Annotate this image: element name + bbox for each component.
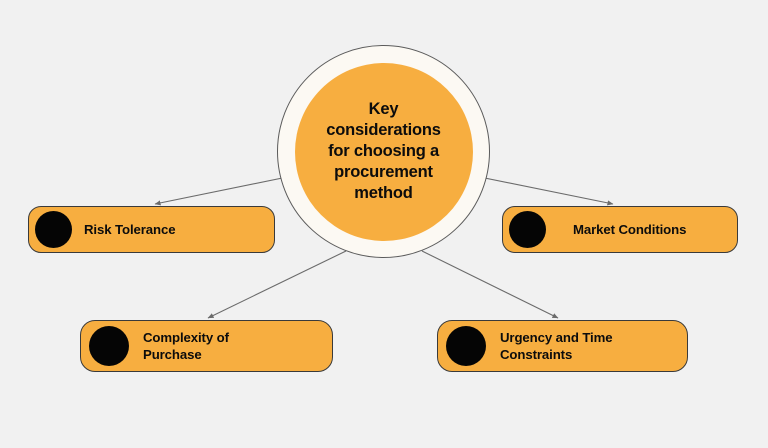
filled-circle-icon: [89, 326, 129, 366]
node-risk-tolerance-label: Risk Tolerance: [84, 221, 176, 237]
hub-inner-circle: Key considerations for choosing a procur…: [294, 62, 473, 241]
node-complexity-of-purchase-label: Complexity of Purchase: [143, 329, 229, 362]
node-market-conditions-label: Market Conditions: [573, 221, 687, 237]
node-market-conditions[interactable]: Market Conditions: [502, 206, 738, 253]
hub-label: Key considerations for choosing a procur…: [326, 99, 441, 203]
connector-hub-to-urgency-and-time-constraints: [421, 250, 559, 319]
node-urgency-and-time-constraints[interactable]: Urgency and Time Constraints: [437, 320, 688, 372]
filled-circle-icon: [509, 211, 546, 248]
filled-circle-icon: [446, 326, 486, 366]
hub-node[interactable]: Key considerations for choosing a procur…: [277, 45, 490, 258]
filled-circle-icon: [35, 211, 72, 248]
node-urgency-and-time-constraints-label: Urgency and Time Constraints: [500, 329, 613, 362]
connector-hub-to-complexity-of-purchase: [207, 250, 347, 319]
node-risk-tolerance[interactable]: Risk Tolerance: [28, 206, 275, 253]
connector-hub-to-market-conditions: [469, 174, 614, 206]
connector-hub-to-risk-tolerance: [154, 174, 298, 206]
node-complexity-of-purchase[interactable]: Complexity of Purchase: [80, 320, 333, 372]
